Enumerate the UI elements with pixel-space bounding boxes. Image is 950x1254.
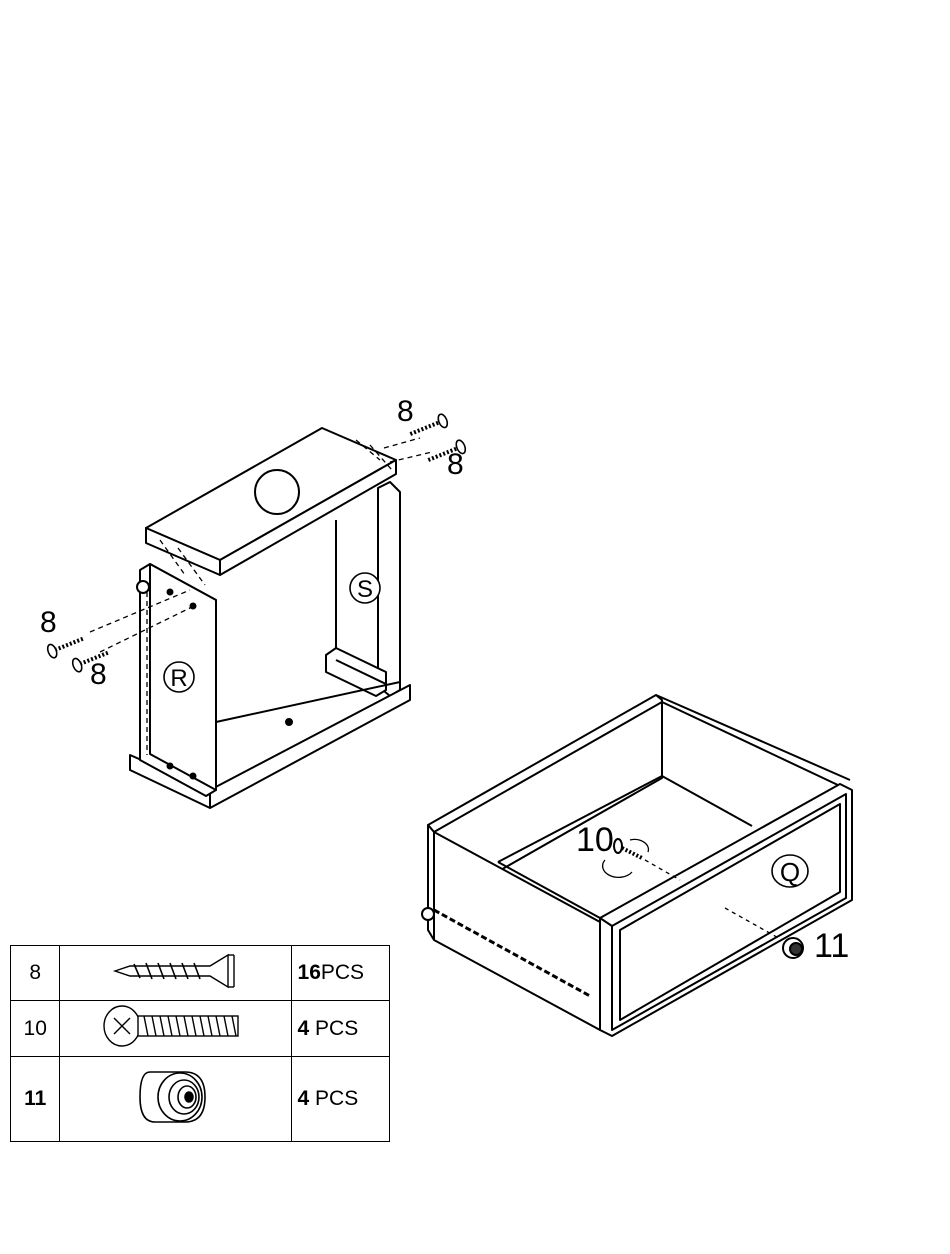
bolt-label: 10: [576, 821, 614, 859]
screw-label: 8: [447, 448, 464, 481]
screw-label: 8: [90, 658, 107, 691]
svg-text:S: S: [357, 576, 373, 603]
part-number: 11: [11, 1057, 60, 1142]
part-picture: [60, 1057, 291, 1142]
part-number: 10: [11, 1001, 60, 1057]
svg-text:R: R: [170, 665, 187, 692]
screw-label: 8: [397, 395, 414, 428]
part-label-r: R: [164, 662, 194, 692]
top-panel: [146, 428, 396, 575]
part-picture: [60, 946, 291, 1001]
parts-table: 8 16PCS 10: [10, 945, 390, 1142]
screw-label: 8: [40, 606, 57, 639]
part-picture: [60, 1001, 291, 1057]
knob-icon: [130, 1062, 220, 1132]
svg-text:Q: Q: [780, 857, 800, 887]
wood-screw-icon: [408, 413, 449, 441]
part-quantity: 4 PCS: [291, 1001, 389, 1057]
part-quantity: 16PCS: [291, 946, 389, 1001]
part-number: 8: [11, 946, 60, 1001]
table-row: 8 16PCS: [11, 946, 390, 1001]
knob-icon: [783, 938, 803, 958]
part-quantity: 4 PCS: [291, 1057, 389, 1142]
knob-label: 11: [814, 927, 849, 965]
bolt-icon: [100, 1001, 250, 1051]
top-panel-hole: [255, 470, 299, 514]
table-row: 11 4 PCS: [11, 1057, 390, 1142]
cabinet-assembly: [90, 428, 432, 808]
part-label-s: S: [350, 573, 380, 603]
wood-screw-icon: [110, 951, 240, 991]
table-row: 10 4 PCS: [11, 1001, 390, 1057]
part-label-q: Q: [772, 855, 808, 887]
